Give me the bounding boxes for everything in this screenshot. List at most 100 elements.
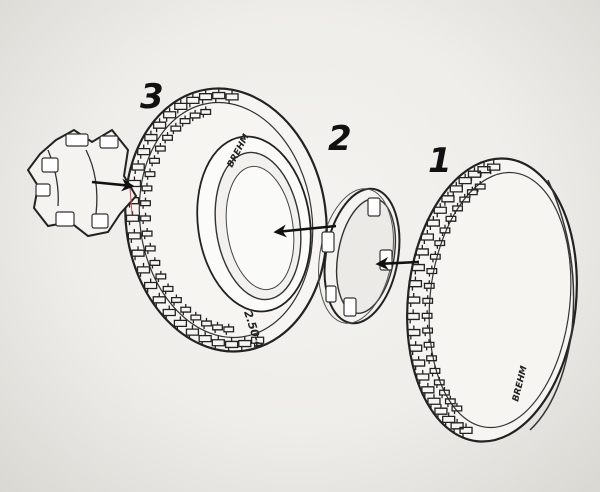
assembly-arrows [91, 178, 419, 270]
tread-block [223, 323, 235, 335]
step-number-2: 2 [328, 119, 352, 159]
tread-block [152, 118, 167, 133]
tread-block [250, 333, 265, 348]
tread-block [144, 168, 156, 180]
tread-block [421, 310, 433, 322]
arrow-icon [91, 178, 135, 192]
tread-block [451, 402, 463, 415]
tread-pattern [406, 160, 501, 438]
tread-block [426, 216, 441, 231]
tread-block [422, 295, 434, 307]
tread-block [487, 160, 501, 175]
tread-block [200, 106, 212, 118]
arrow-icon [273, 224, 337, 238]
tread-block [429, 365, 441, 377]
tread-block [149, 257, 161, 269]
tread-block [411, 260, 425, 275]
tread-block [154, 142, 166, 155]
tread-block [198, 89, 213, 104]
tread-block [162, 107, 177, 122]
tread-block [458, 173, 472, 188]
tread-block [198, 331, 212, 346]
tread-block [131, 246, 145, 261]
tread-block [459, 423, 473, 438]
tread-block [180, 304, 192, 316]
tread-block [408, 276, 423, 291]
tread-block [445, 213, 457, 225]
tread-block [173, 316, 188, 331]
tread-block [449, 181, 463, 196]
tread-block [467, 167, 482, 182]
tread-block [415, 244, 429, 259]
tread-block [141, 227, 153, 240]
tread-block [441, 191, 455, 206]
tread-block [409, 341, 423, 356]
tread-block [127, 228, 141, 243]
tread-block [136, 262, 151, 277]
tread-block [444, 395, 456, 407]
tread-block [140, 212, 151, 224]
tread-block [149, 155, 160, 167]
tread-block [201, 317, 212, 330]
tread-block [162, 132, 173, 144]
tread-block [407, 293, 421, 308]
tread-block [420, 230, 434, 245]
tread-block [427, 394, 441, 409]
tread-block [141, 182, 153, 194]
tread-block [144, 242, 156, 255]
tread-block [170, 294, 182, 306]
tread-block [179, 115, 191, 127]
tread-block [429, 251, 441, 263]
tread-block [174, 99, 188, 114]
tread-block [144, 130, 158, 145]
tread-pattern [125, 88, 265, 352]
tread-block [411, 356, 426, 371]
tread-block [212, 88, 226, 103]
tread-block [450, 418, 464, 433]
tread-block [170, 122, 182, 135]
tread-block [477, 162, 491, 177]
tread-block [143, 278, 158, 293]
tread-block [423, 339, 435, 351]
tread-block [190, 311, 202, 324]
tread-block [407, 325, 421, 340]
tread-block [189, 109, 201, 122]
tread-block [426, 265, 438, 277]
tread-block [137, 144, 151, 159]
alignment-mark [129, 187, 133, 215]
tread-block [466, 186, 478, 198]
tread-block [434, 404, 448, 419]
tread-block [224, 337, 239, 352]
tread-block [131, 159, 145, 174]
tread-block [452, 202, 464, 215]
tread-block [459, 193, 471, 206]
tread-block [438, 387, 450, 399]
outer-tire: BREHM [406, 157, 578, 443]
arrow-icon [375, 256, 419, 270]
middle-tire: 2.50-4 BREHM [124, 87, 328, 353]
tread-block [433, 376, 445, 389]
tread-block [186, 93, 200, 108]
tread-block [421, 382, 435, 397]
tread-block [162, 283, 174, 295]
tread-block [140, 197, 151, 209]
tread-block [439, 224, 451, 237]
tread-block [423, 280, 435, 292]
tread-block [152, 292, 166, 307]
tread-block [426, 352, 437, 364]
hub-cap [26, 128, 138, 238]
tread-block [225, 89, 239, 104]
tread-block [212, 321, 223, 334]
tread-block [433, 203, 447, 218]
tread-block [406, 309, 420, 324]
tread-block [211, 335, 225, 350]
tread-block [185, 325, 200, 340]
tread-block [422, 324, 434, 337]
tread-block [434, 237, 446, 249]
tread-block [442, 412, 456, 427]
tread-block [238, 336, 252, 351]
tread-block [416, 370, 430, 385]
tread-block [125, 211, 140, 226]
